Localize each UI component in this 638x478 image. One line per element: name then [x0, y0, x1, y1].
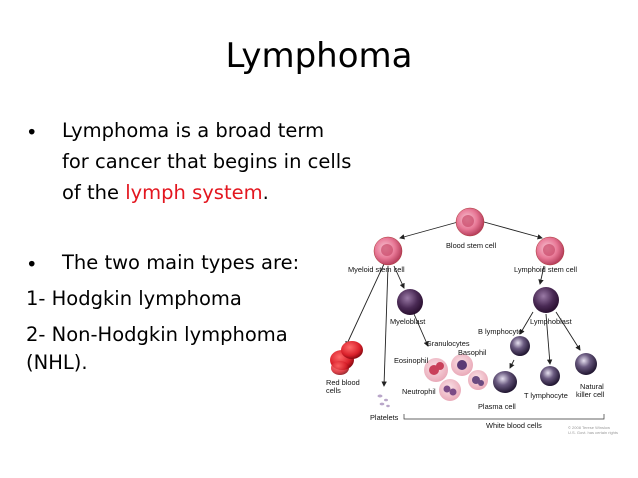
label-plasma-cell: Plasma cell	[478, 402, 516, 411]
type-item-1: 1- Hodgkin lymphoma	[26, 287, 242, 310]
label-myeloblast: Myeloblast	[390, 317, 426, 326]
label-natural-killer-2: killer cell	[576, 390, 605, 399]
line-3-suffix: .	[262, 181, 269, 204]
bullet-marker-2: •	[26, 253, 38, 276]
label-neutrophil: Neutrophil	[402, 387, 436, 396]
label-lymphoid-stem-cell: Lymphoid stem cell	[514, 265, 577, 274]
type-item-3: (NHL).	[26, 351, 88, 374]
bullet-1-line-3: of the lymph system.	[62, 180, 269, 205]
label-red-blood-cells-1: Red blood	[326, 378, 360, 387]
line-3-prefix: of the	[62, 181, 126, 204]
blood-cell-illustration	[330, 207, 605, 420]
bullet-2-text: The two main types are:	[62, 251, 300, 274]
label-lymphoblast: Lymphoblast	[530, 317, 572, 326]
bullet-1-line-2: for cancer that begins in cells	[62, 150, 352, 173]
slide-title: Lymphoma	[225, 36, 413, 76]
label-granulocytes: Granulocytes	[426, 339, 470, 348]
label-t-lymphocyte: T lymphocyte	[524, 391, 568, 400]
label-blood-stem-cell: Blood stem cell	[446, 241, 497, 250]
copyright-line-1: © 2008 Terese Winslow	[568, 425, 611, 430]
bullet-marker-1: •	[26, 121, 38, 144]
blood-cell-diagram: Blood stem cell Myeloid stem cell Lympho…	[318, 200, 620, 438]
label-white-blood-cells: White blood cells	[486, 421, 542, 430]
label-natural-killer-1: Natural	[580, 382, 604, 391]
copyright-line-2: U.S. Govt. has certain rights	[568, 430, 619, 435]
lymph-system-highlight: lymph system	[125, 181, 263, 204]
label-b-lymphocyte: B lymphocyte	[478, 327, 523, 336]
label-red-blood-cells-2: cells	[326, 386, 341, 395]
type-item-2: 2- Non-Hodgkin lymphoma	[26, 323, 288, 346]
label-platelets: Platelets	[370, 413, 399, 422]
bullet-1-line-1: Lymphoma is a broad term	[62, 119, 325, 142]
label-basophil: Basophil	[458, 348, 487, 357]
label-eosinophil: Eosinophil	[394, 356, 429, 365]
label-myeloid-stem-cell: Myeloid stem cell	[348, 265, 405, 274]
